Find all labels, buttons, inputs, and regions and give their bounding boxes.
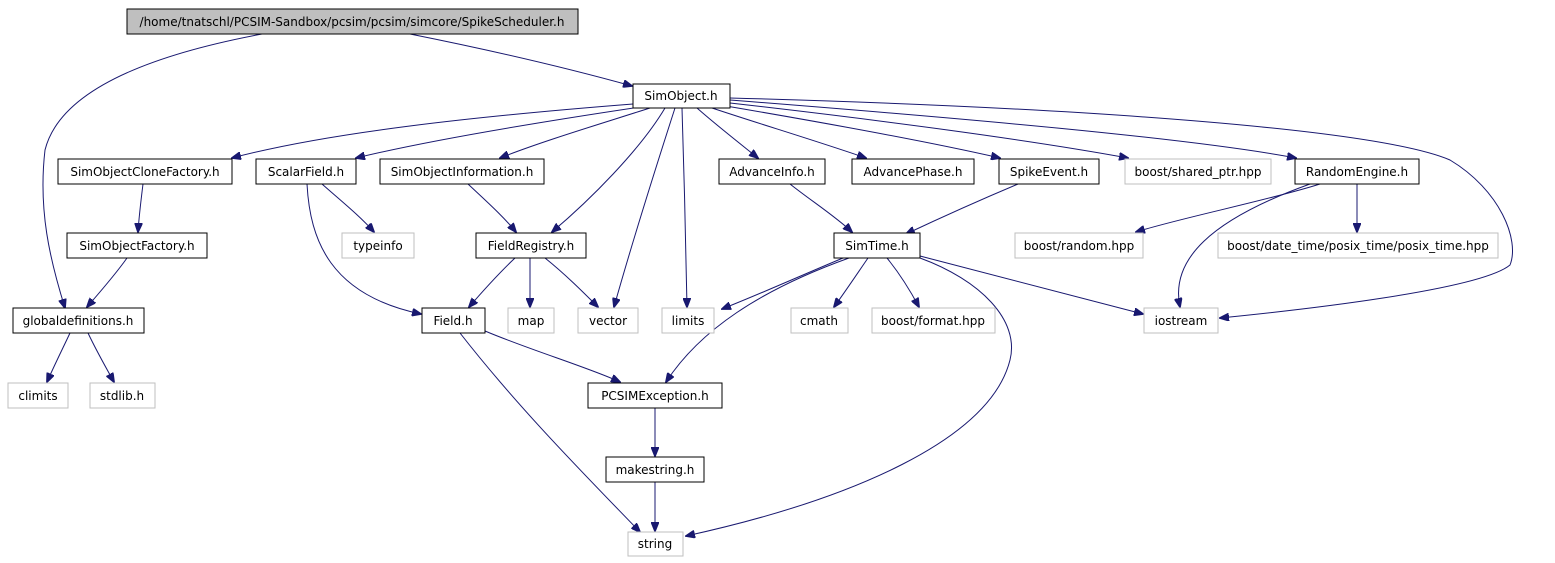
node-field-registry[interactable]: FieldRegistry.h: [475, 232, 587, 259]
edge-simobject-randomengine: [729, 99, 1296, 158]
node-stdlib: stdlib.h: [89, 382, 156, 409]
node-climits: climits: [7, 382, 69, 409]
node-cmath: cmath: [790, 307, 849, 334]
node-label-map: map: [518, 314, 545, 328]
edge-simtime-limits: [722, 257, 844, 309]
node-label-boost-shared-ptr: boost/shared_ptr.hpp: [1135, 165, 1262, 179]
node-sim-object-clone-factory[interactable]: SimObjectCloneFactory.h: [57, 158, 233, 185]
node-label-sim-object-clone-factory: SimObjectCloneFactory.h: [70, 165, 219, 179]
node-boost-random: boost/random.hpp: [1014, 232, 1144, 259]
node-label-advance-info: AdvanceInfo.h: [729, 165, 815, 179]
node-makestring[interactable]: makestring.h: [605, 456, 705, 483]
node-label-global-definitions: globaldefinitions.h: [23, 314, 134, 328]
edge-simobject-simobjectinformation: [500, 107, 651, 158]
edge-simobject-advanceinfo: [696, 107, 758, 158]
node-label-boost-format: boost/format.hpp: [881, 314, 985, 328]
node-advance-phase[interactable]: AdvancePhase.h: [851, 158, 975, 185]
edge-randomengine-iostream: [1179, 183, 1311, 307]
node-label-limits: limits: [672, 314, 705, 328]
edge-simtime-iostream: [919, 255, 1143, 314]
node-spike-scheduler: /home/tnatschl/PCSIM-Sandbox/pcsim/pcsim…: [126, 8, 579, 35]
edge-simobject-vector: [614, 107, 676, 307]
node-label-typeinfo: typeinfo: [353, 239, 402, 253]
edge-simobject-iostream: [729, 97, 1513, 318]
node-boost-format: boost/format.hpp: [871, 307, 996, 334]
node-label-sim-object-information: SimObjectInformation.h: [391, 165, 534, 179]
edge-fieldregistry-vector: [544, 257, 598, 307]
node-label-sim-object: SimObject.h: [644, 89, 717, 103]
node-label-field: Field.h: [433, 314, 472, 328]
node-vector: vector: [577, 307, 639, 334]
edge-simtime-string: [686, 257, 1012, 536]
edge-simtime-cmath: [834, 257, 869, 307]
node-string: string: [627, 531, 684, 557]
node-label-stdlib: stdlib.h: [100, 389, 144, 403]
node-sim-object-factory[interactable]: SimObjectFactory.h: [66, 232, 208, 259]
edge-clonefactory-simobjectfactory: [138, 183, 144, 232]
edge-simtime-boostformat: [886, 257, 919, 307]
edge-simobject-advancephase: [711, 107, 866, 158]
node-sim-object-information[interactable]: SimObjectInformation.h: [379, 158, 545, 185]
edge-simobject-sharedptr: [729, 102, 1128, 158]
node-label-string: string: [638, 537, 672, 551]
edge-spikescheduler-simobject: [409, 33, 632, 86]
node-scalar-field[interactable]: ScalarField.h: [255, 158, 357, 185]
node-spike-event[interactable]: SpikeEvent.h: [998, 158, 1100, 185]
edge-simtime-pcsimexception: [666, 257, 850, 382]
node-label-random-engine: RandomEngine.h: [1306, 165, 1408, 179]
node-map: map: [507, 307, 555, 334]
edge-simobject-scalarfield: [356, 106, 641, 158]
node-global-definitions[interactable]: globaldefinitions.h: [12, 307, 145, 334]
edge-spikescheduler-globaldefinitions: [42, 33, 263, 308]
edge-simobjectinformation-fieldregistry: [467, 183, 516, 232]
edge-simobject-limits: [681, 107, 687, 307]
node-label-boost-posix-time: boost/date_time/posix_time/posix_time.hp…: [1227, 239, 1489, 253]
node-label-vector: vector: [589, 314, 627, 328]
node-label-makestring: makestring.h: [616, 463, 695, 477]
edges: [42, 33, 1513, 536]
node-sim-time[interactable]: SimTime.h: [833, 232, 921, 259]
nodes: /home/tnatschl/PCSIM-Sandbox/pcsim/pcsim…: [7, 8, 1499, 557]
edge-globaldefinitions-climits: [47, 332, 71, 382]
node-label-boost-random: boost/random.hpp: [1024, 239, 1135, 253]
node-label-iostream: iostream: [1155, 314, 1208, 328]
node-boost-posix-time: boost/date_time/posix_time/posix_time.hp…: [1217, 232, 1499, 259]
edge-simobject-fieldregistry: [552, 107, 666, 232]
node-iostream: iostream: [1143, 307, 1219, 334]
edge-field-pcsimexception: [484, 330, 620, 382]
node-random-engine[interactable]: RandomEngine.h: [1294, 158, 1420, 185]
node-label-cmath: cmath: [800, 314, 838, 328]
edge-globaldefinitions-stdlib: [87, 332, 114, 382]
edge-simobject-spikeevent: [725, 105, 1000, 158]
edge-scalarfield-field: [306, 183, 421, 314]
edge-simobjectfactory-globaldefinitions: [87, 257, 128, 307]
node-label-field-registry: FieldRegistry.h: [488, 239, 575, 253]
node-label-advance-phase: AdvancePhase.h: [864, 165, 963, 179]
node-label-climits: climits: [18, 389, 57, 403]
edge-field-string: [459, 332, 640, 532]
node-advance-info[interactable]: AdvanceInfo.h: [718, 158, 826, 185]
node-label-sim-time: SimTime.h: [845, 239, 908, 253]
edge-simobject-simobjectclonefactory: [232, 103, 634, 158]
node-label-scalar-field: ScalarField.h: [268, 165, 344, 179]
edge-fieldregistry-field: [469, 257, 516, 307]
edge-randomengine-boostrandom: [1136, 183, 1321, 232]
edge-spikeevent-simtime: [906, 183, 1019, 234]
edge-advanceinfo-simtime: [789, 183, 852, 232]
node-pcsim-exception[interactable]: PCSIMException.h: [587, 382, 723, 409]
node-sim-object[interactable]: SimObject.h: [632, 83, 731, 109]
node-label-spike-scheduler: /home/tnatschl/PCSIM-Sandbox/pcsim/pcsim…: [140, 15, 565, 29]
node-label-sim-object-factory: SimObjectFactory.h: [79, 239, 194, 253]
node-field[interactable]: Field.h: [421, 307, 486, 334]
node-limits: limits: [661, 307, 715, 334]
node-typeinfo: typeinfo: [341, 232, 415, 259]
node-label-pcsim-exception: PCSIMException.h: [601, 389, 709, 403]
node-boost-shared-ptr: boost/shared_ptr.hpp: [1124, 158, 1272, 185]
edge-scalarfield-typeinfo: [321, 183, 374, 232]
node-label-spike-event: SpikeEvent.h: [1010, 165, 1088, 179]
